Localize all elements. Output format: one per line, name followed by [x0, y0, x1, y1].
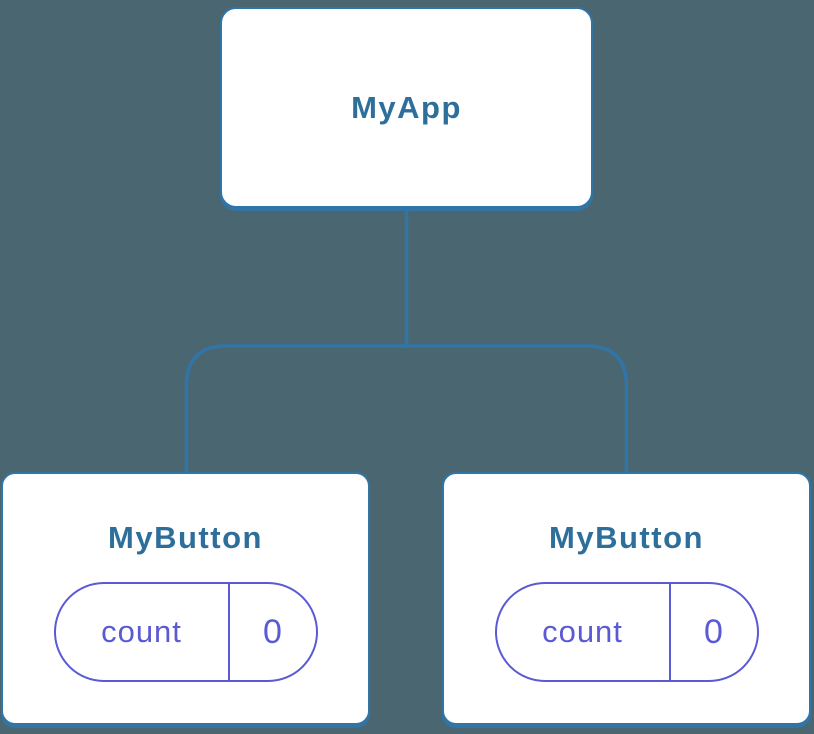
connector-bracket [184, 344, 629, 476]
node-label-myapp: MyApp [351, 89, 462, 125]
node-label-mybutton-right: MyButton [549, 520, 704, 555]
state-value-left: 0 [227, 584, 316, 680]
tree-node-mybutton-right: MyButton count 0 [442, 472, 811, 725]
node-label-mybutton-left: MyButton [108, 520, 263, 555]
state-pill-left: count 0 [53, 582, 318, 682]
state-key-left: count [101, 614, 182, 649]
tree-node-myapp: MyApp [220, 7, 593, 208]
state-key-right: count [542, 614, 623, 649]
state-pill-right: count 0 [494, 582, 759, 682]
tree-node-mybutton-left: MyButton count 0 [1, 472, 370, 725]
state-value-right: 0 [668, 584, 757, 680]
